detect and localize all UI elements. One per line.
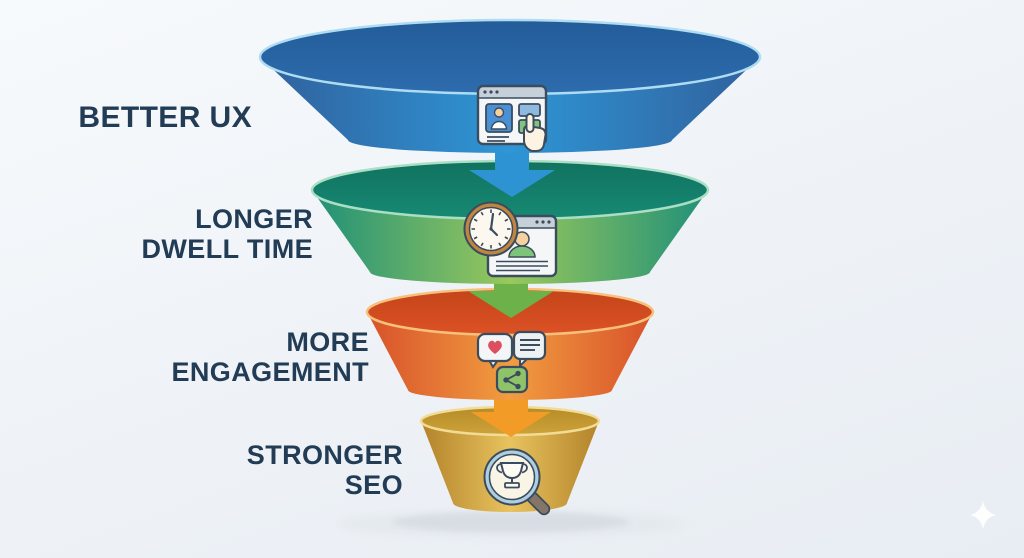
trophy-search-icon — [483, 448, 551, 516]
share-icon — [495, 365, 529, 394]
sparkle-icon — [970, 501, 996, 529]
stage-label-more-engagement: MORE ENGAGEMENT — [171, 327, 369, 387]
cursor-hand-icon — [523, 113, 547, 152]
clock-icon — [463, 201, 519, 257]
like-bubble-icon — [476, 332, 514, 369]
like-comment-share-icon — [476, 330, 547, 394]
stage-label-better-ux: BETTER UX — [78, 101, 252, 135]
stage-label-line: STRONGER — [246, 440, 403, 470]
funnel-shadow — [336, 511, 686, 537]
clock-webpage-icon — [463, 201, 558, 278]
stage-label-line: ENGAGEMENT — [171, 357, 369, 388]
arrow-dwell-to-engagement — [468, 262, 554, 318]
arrow-ux-to-dwell — [469, 140, 555, 197]
stage-label-line: MORE — [286, 327, 369, 357]
funnel-opening — [258, 18, 762, 96]
stage-label-line: DWELL TIME — [141, 234, 313, 265]
comment-bubble-icon — [512, 330, 547, 369]
stage-label-line: BETTER UX — [78, 101, 252, 134]
trophy-icon — [496, 462, 528, 489]
stage-label-line: SEO — [344, 470, 403, 501]
stage-label-longer-dwell-time: LONGER DWELL TIME — [142, 204, 313, 264]
stage-label-line: LONGER — [195, 204, 313, 234]
stage-label-stronger-seo: STRONGER SEO — [247, 440, 403, 500]
browser-click-icon — [476, 84, 548, 152]
arrow-engagement-to-seo — [471, 385, 551, 437]
